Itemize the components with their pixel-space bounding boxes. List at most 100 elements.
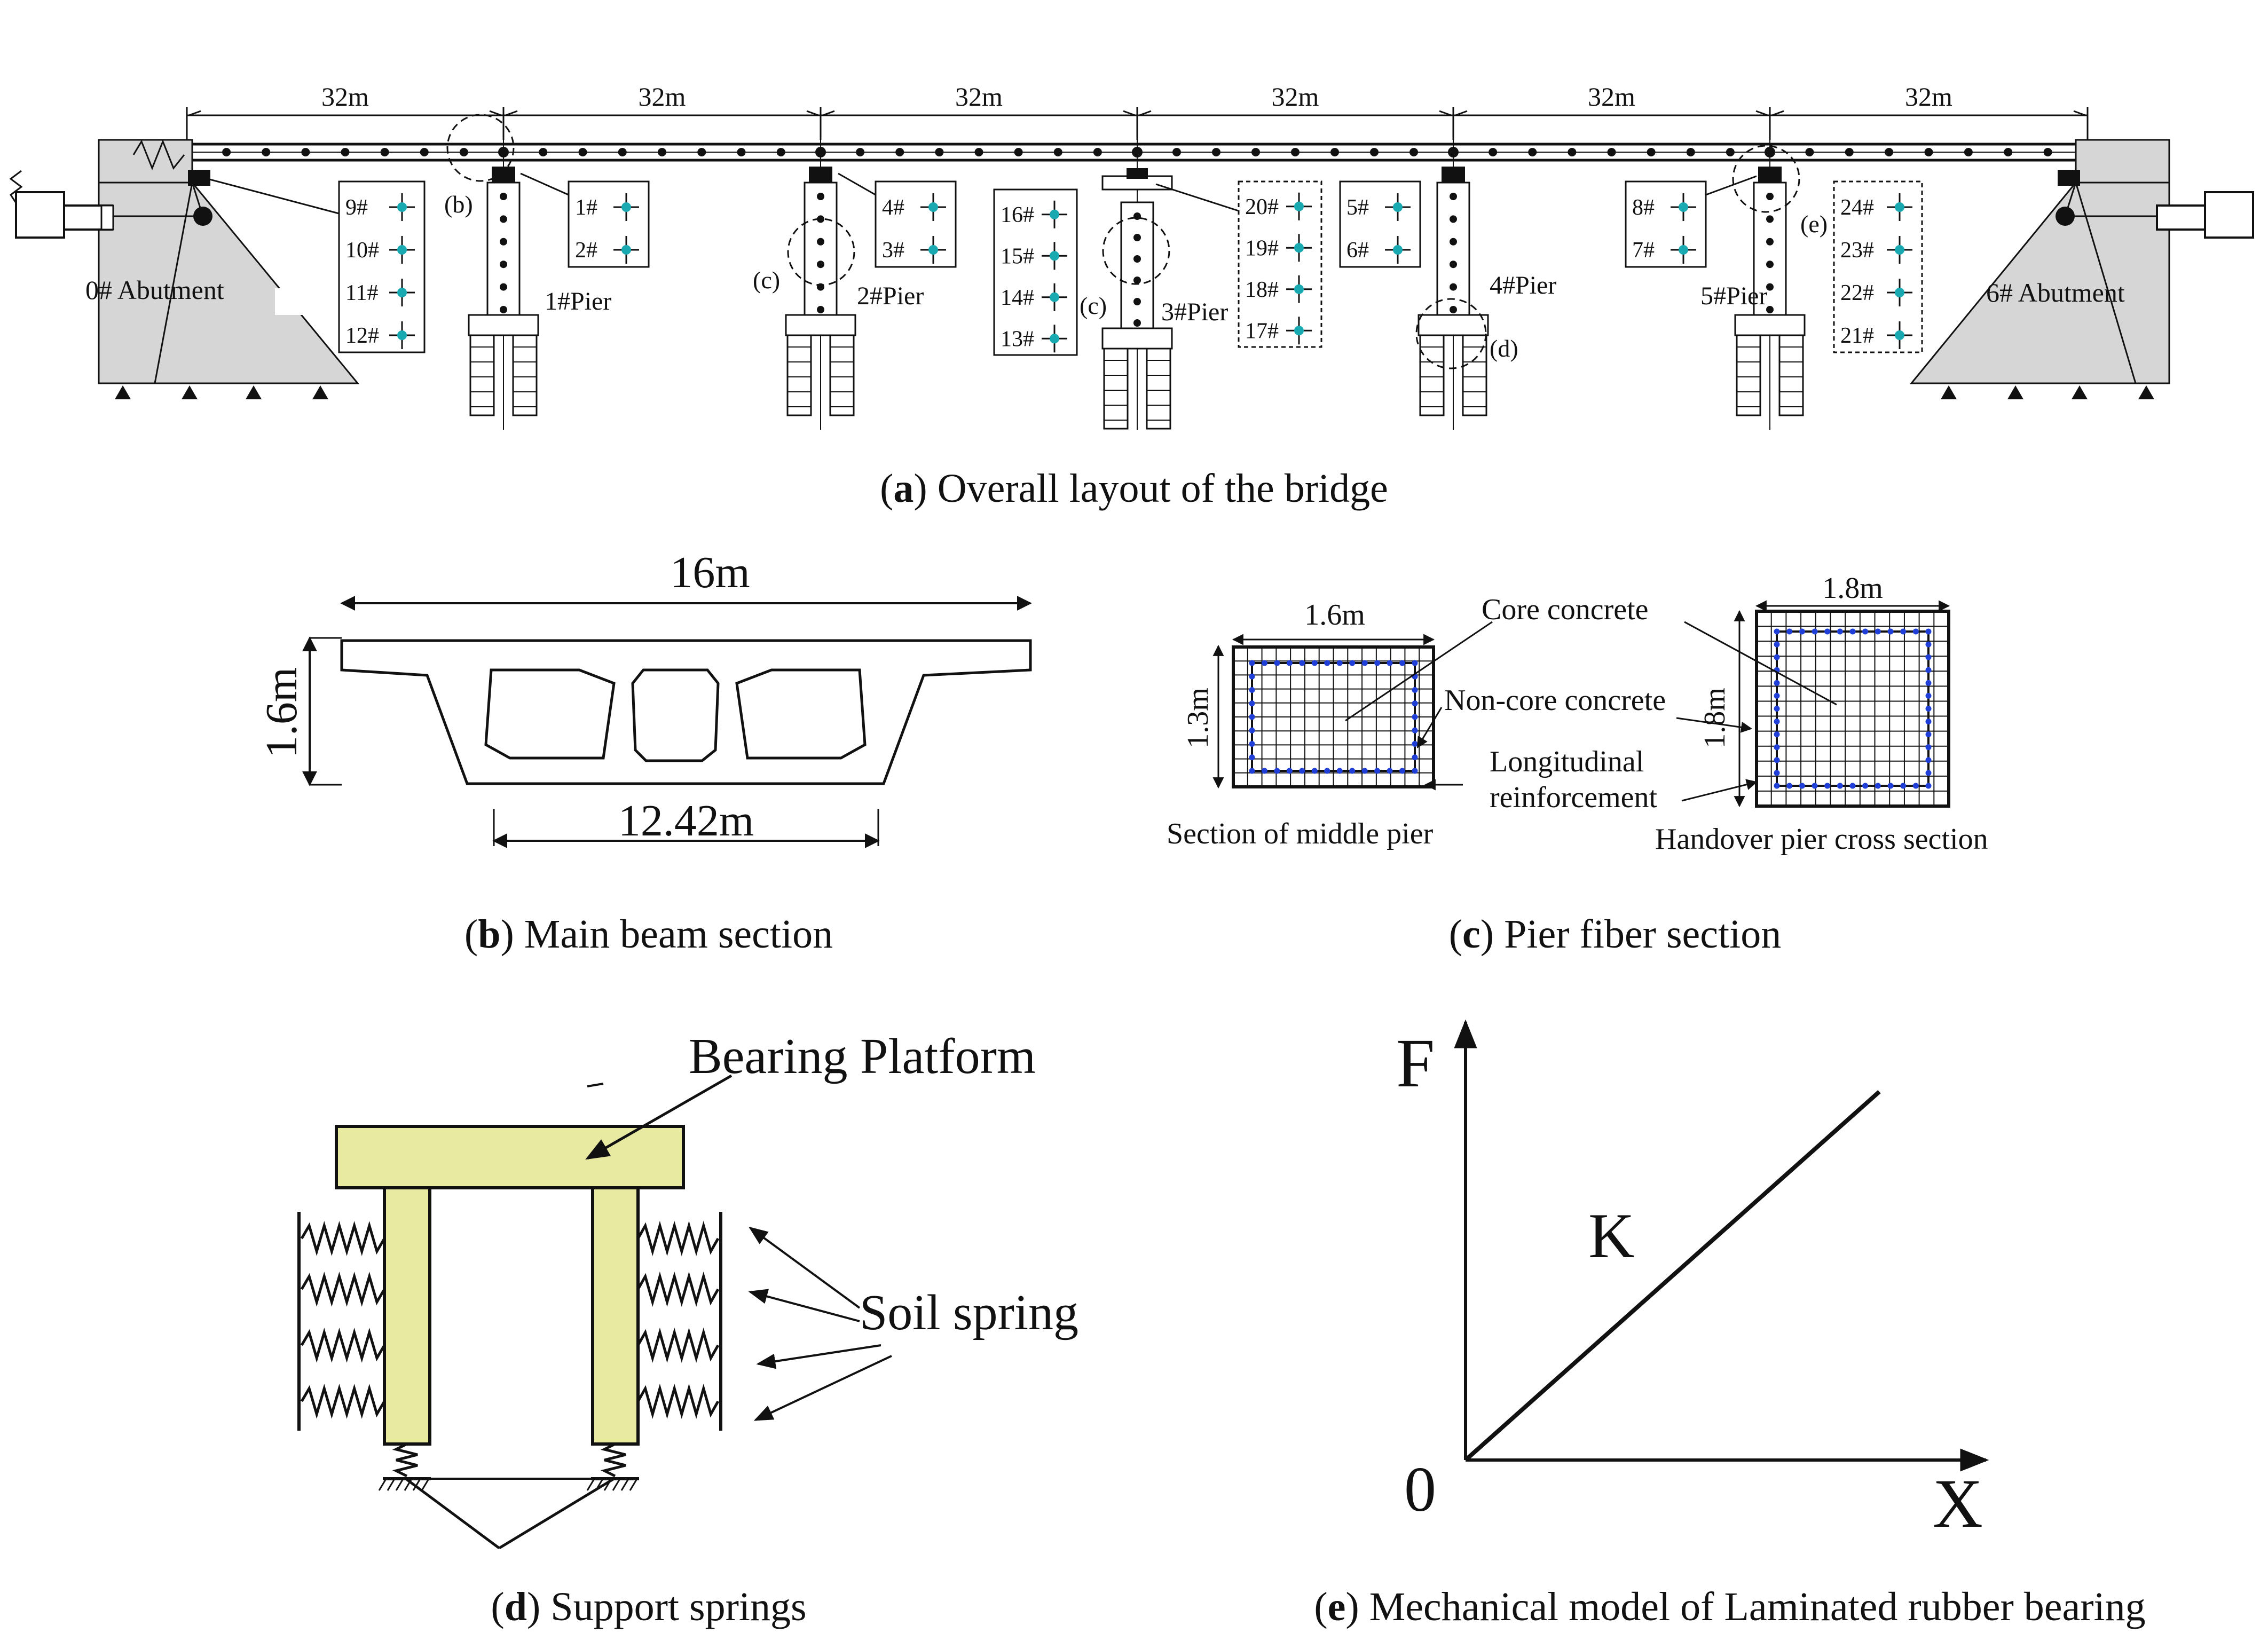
rebar-dot bbox=[1249, 727, 1255, 733]
ground-hatch bbox=[586, 1479, 595, 1491]
bearing-label: 7# bbox=[1632, 238, 1655, 263]
detail-circles: (b) (c) (c) (d) (e) bbox=[444, 114, 1828, 369]
soil-spring-left bbox=[300, 1384, 386, 1419]
bearing-dot bbox=[1393, 202, 1403, 212]
deck-node bbox=[1251, 148, 1260, 156]
deck-node bbox=[1647, 148, 1656, 156]
rebar-dot bbox=[1925, 641, 1932, 648]
deck-node bbox=[1568, 148, 1577, 156]
caption-d-letter: d bbox=[505, 1584, 527, 1629]
deck-node bbox=[618, 148, 627, 156]
rebar-dot bbox=[1324, 768, 1330, 774]
bearing-leader bbox=[197, 175, 340, 215]
soil-spring-right bbox=[636, 1271, 720, 1307]
rebar-dot bbox=[1249, 714, 1255, 720]
rebar-dot bbox=[1912, 628, 1919, 635]
deck-node bbox=[776, 148, 785, 156]
rebar-dot bbox=[1824, 628, 1831, 635]
caption-c-text: ) Pier fiber section bbox=[1480, 912, 1781, 957]
deck-node bbox=[1409, 148, 1418, 156]
rebar-dot bbox=[1399, 768, 1406, 774]
pier-node bbox=[1133, 298, 1141, 305]
rebar-dot bbox=[1774, 770, 1780, 776]
mid-width-label: 1.6m bbox=[1304, 598, 1365, 632]
pier-pile bbox=[1736, 334, 1761, 416]
beam-cell-right bbox=[735, 668, 867, 760]
deck-node bbox=[1924, 148, 1933, 156]
rebar-dot bbox=[1349, 768, 1356, 774]
caption-d-text: ) Support springs bbox=[527, 1584, 807, 1629]
rebar-dot bbox=[1336, 768, 1343, 774]
bearing-label: 19# bbox=[1245, 236, 1279, 261]
caption-a: (a) Overall layout of the bridge bbox=[880, 466, 1388, 511]
rebar-dot bbox=[1786, 628, 1793, 635]
right-abutment-label: 6# Abutment bbox=[1986, 278, 2125, 307]
pier-label: 5#Pier bbox=[1700, 282, 1767, 310]
rebar-dot bbox=[1774, 783, 1780, 789]
bearing-dot bbox=[621, 245, 631, 255]
ground-hatch bbox=[620, 1479, 629, 1491]
label-middle-pier-section: Section of middle pier bbox=[1167, 817, 1434, 850]
label-reinforcement: reinforcement bbox=[1490, 781, 1657, 814]
left-supports bbox=[115, 385, 328, 399]
rebar-dot bbox=[1324, 660, 1330, 666]
bearing-box bbox=[875, 180, 957, 268]
deck-node bbox=[301, 148, 310, 156]
pier-pile bbox=[1146, 348, 1171, 430]
soil-spring-right bbox=[636, 1220, 720, 1257]
rebar-dot bbox=[1824, 783, 1831, 789]
pier-node bbox=[1450, 215, 1457, 223]
rebar-dot bbox=[1900, 628, 1907, 635]
rebar-dot bbox=[1925, 680, 1932, 686]
rebar-dot bbox=[1786, 783, 1793, 789]
deck-node bbox=[1607, 148, 1616, 156]
pier-label: 2#Pier bbox=[857, 282, 924, 310]
rebar-dot bbox=[1249, 700, 1255, 707]
caption-d: (d) Support springs bbox=[491, 1584, 806, 1629]
deck-node bbox=[1489, 148, 1498, 156]
pier-node bbox=[817, 261, 824, 269]
bearing-leader bbox=[1705, 175, 1757, 196]
vertical-spring bbox=[600, 1442, 626, 1478]
pier-pile bbox=[1419, 334, 1445, 416]
bearing-dot bbox=[1679, 245, 1688, 255]
rebar-dot bbox=[1925, 654, 1932, 660]
rebar-dot bbox=[1925, 770, 1932, 776]
bearing-dot bbox=[1050, 334, 1059, 344]
rebar-dot bbox=[1799, 783, 1805, 789]
deck-node bbox=[935, 148, 944, 156]
rebar-dot bbox=[1249, 660, 1255, 666]
bearing-label: 14# bbox=[1001, 286, 1034, 310]
mid-height-label: 1.3m bbox=[1182, 688, 1215, 748]
rebar-dot bbox=[1849, 628, 1856, 635]
panel-e-bearing-model: F X 0 K (e) Mechanical model of Laminate… bbox=[1314, 1019, 2146, 1629]
bearing-dot bbox=[397, 245, 407, 255]
deck-node bbox=[737, 148, 746, 156]
bearing-box bbox=[338, 180, 426, 353]
rebar-dot bbox=[1249, 741, 1255, 747]
bearing-dot bbox=[397, 288, 407, 297]
vertical-spring bbox=[392, 1442, 418, 1478]
deck-node bbox=[1964, 148, 1973, 156]
bearing-dot bbox=[928, 245, 938, 255]
span-arrow bbox=[1771, 110, 1784, 116]
deck-node bbox=[658, 148, 666, 156]
rebar-dot bbox=[1387, 660, 1393, 666]
deck-node bbox=[578, 148, 587, 156]
soil-spring-right bbox=[636, 1327, 720, 1363]
slope-label: K bbox=[1588, 1200, 1635, 1271]
deck-node bbox=[539, 148, 548, 156]
rebar-dot bbox=[1900, 783, 1907, 789]
bearing-label: 2# bbox=[575, 238, 597, 263]
bearing-label: 6# bbox=[1346, 238, 1369, 263]
pier-pile bbox=[829, 334, 855, 416]
rebar-dot bbox=[1925, 719, 1932, 725]
rebar-dot bbox=[1387, 768, 1393, 774]
pier-node bbox=[500, 261, 507, 269]
rebar-dot bbox=[1837, 783, 1843, 789]
detail-mark-e: (e) bbox=[1800, 210, 1828, 238]
deck-node bbox=[1014, 148, 1023, 156]
rebar-dot bbox=[1925, 731, 1932, 738]
bearing-dot bbox=[1050, 251, 1059, 261]
